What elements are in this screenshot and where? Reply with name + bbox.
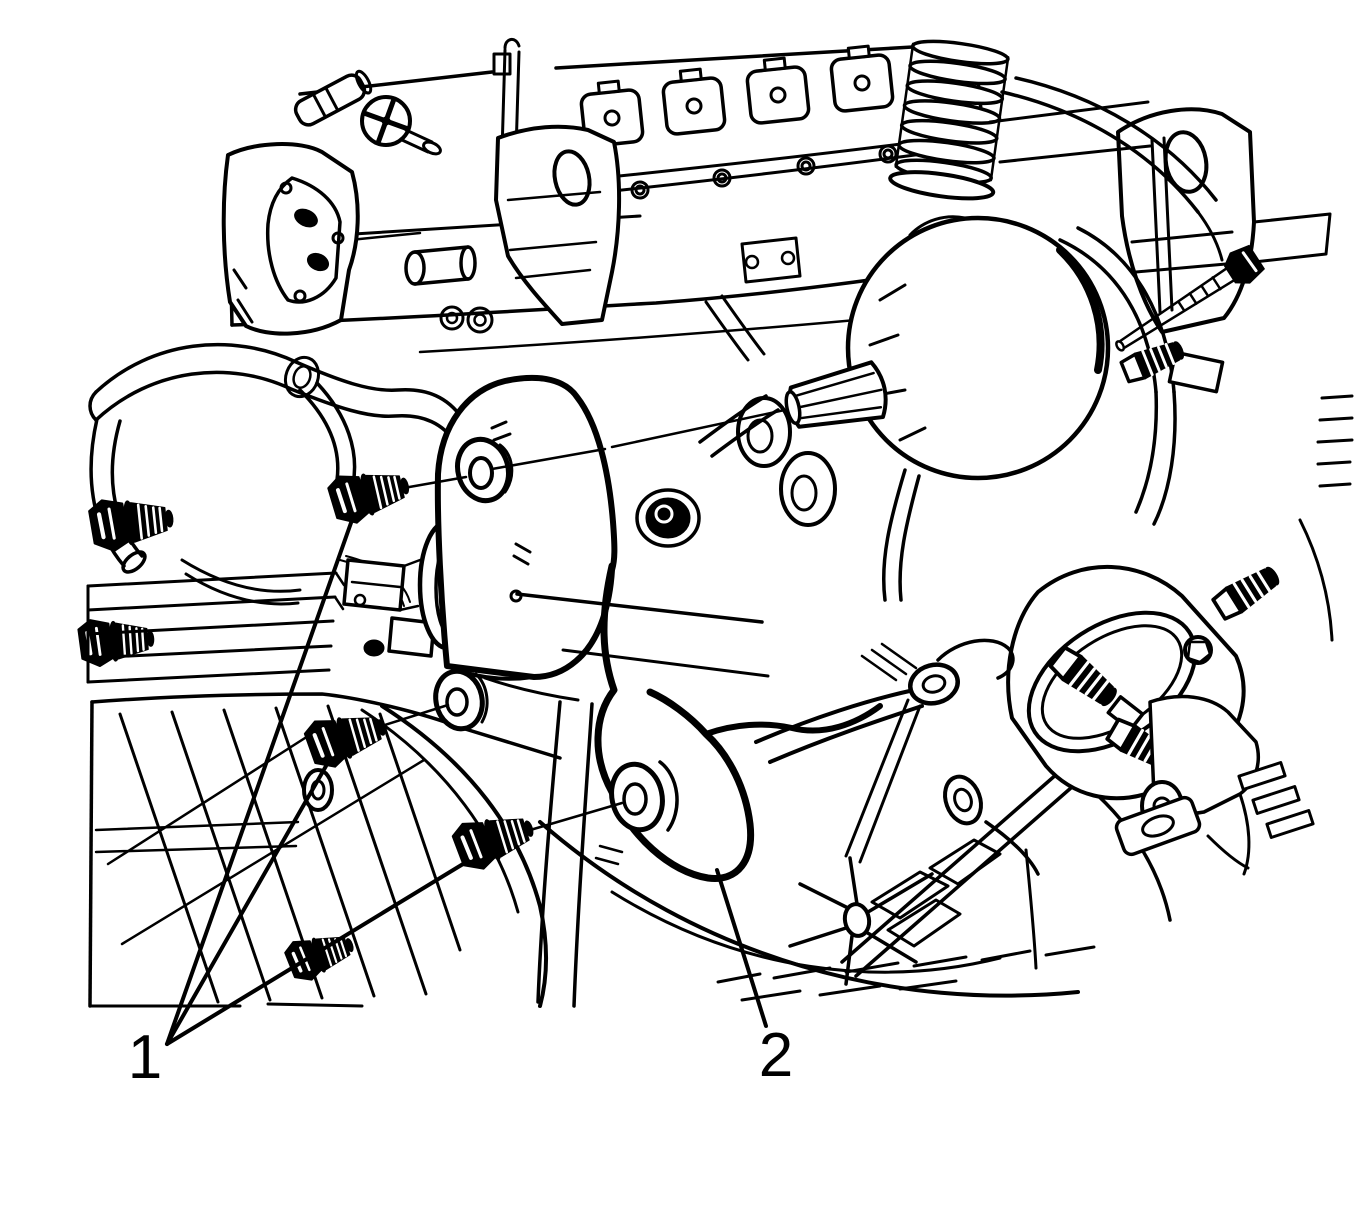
callout-leaders — [165, 518, 768, 1046]
hex-bolt-head — [1183, 635, 1213, 665]
bolt-axis-lower — [518, 801, 624, 835]
coolant-hoses — [88, 342, 464, 607]
cylinder-bosses — [635, 394, 837, 548]
bolt-axis-middle — [370, 703, 450, 731]
bracket-bolts — [300, 459, 624, 877]
pivot-hub — [842, 902, 872, 938]
long-mount-bolt — [490, 360, 888, 471]
bolt-hole-middle — [433, 668, 489, 732]
callout-2-label: 2 — [759, 1021, 793, 1090]
intake-duct — [888, 39, 1010, 201]
ignition-coils — [579, 44, 895, 148]
head-bracket — [494, 124, 622, 326]
arm-end-bushing — [908, 662, 960, 706]
hatch-dashes — [594, 642, 1096, 1002]
leader-1-lower — [165, 859, 470, 1046]
callout-1-label: 1 — [128, 1023, 162, 1092]
bolt-hole-lower — [609, 760, 679, 833]
mount-boss-blocks — [342, 558, 436, 658]
right-edge-ribs — [1298, 394, 1354, 642]
hose-clamp — [283, 355, 321, 399]
leader-1-middle — [165, 764, 328, 1046]
engine-mount-bracket — [417, 374, 1015, 882]
upper-hoses — [988, 76, 1224, 262]
fuel-injectors — [630, 144, 898, 200]
cam-actuator — [293, 69, 442, 156]
leader-1-top — [165, 518, 354, 1046]
bolt-hole-top — [455, 436, 514, 504]
intake-elbow — [221, 142, 360, 336]
sensor-connector — [1114, 694, 1315, 876]
leader-2 — [715, 868, 768, 1028]
transmission-fins — [88, 692, 562, 1008]
bell-housing — [536, 700, 1080, 1008]
bolt-axis-top — [396, 475, 468, 491]
fuel-damper — [404, 245, 494, 334]
intercooler-ribs — [86, 571, 346, 684]
upper-right-stud — [1115, 244, 1265, 352]
